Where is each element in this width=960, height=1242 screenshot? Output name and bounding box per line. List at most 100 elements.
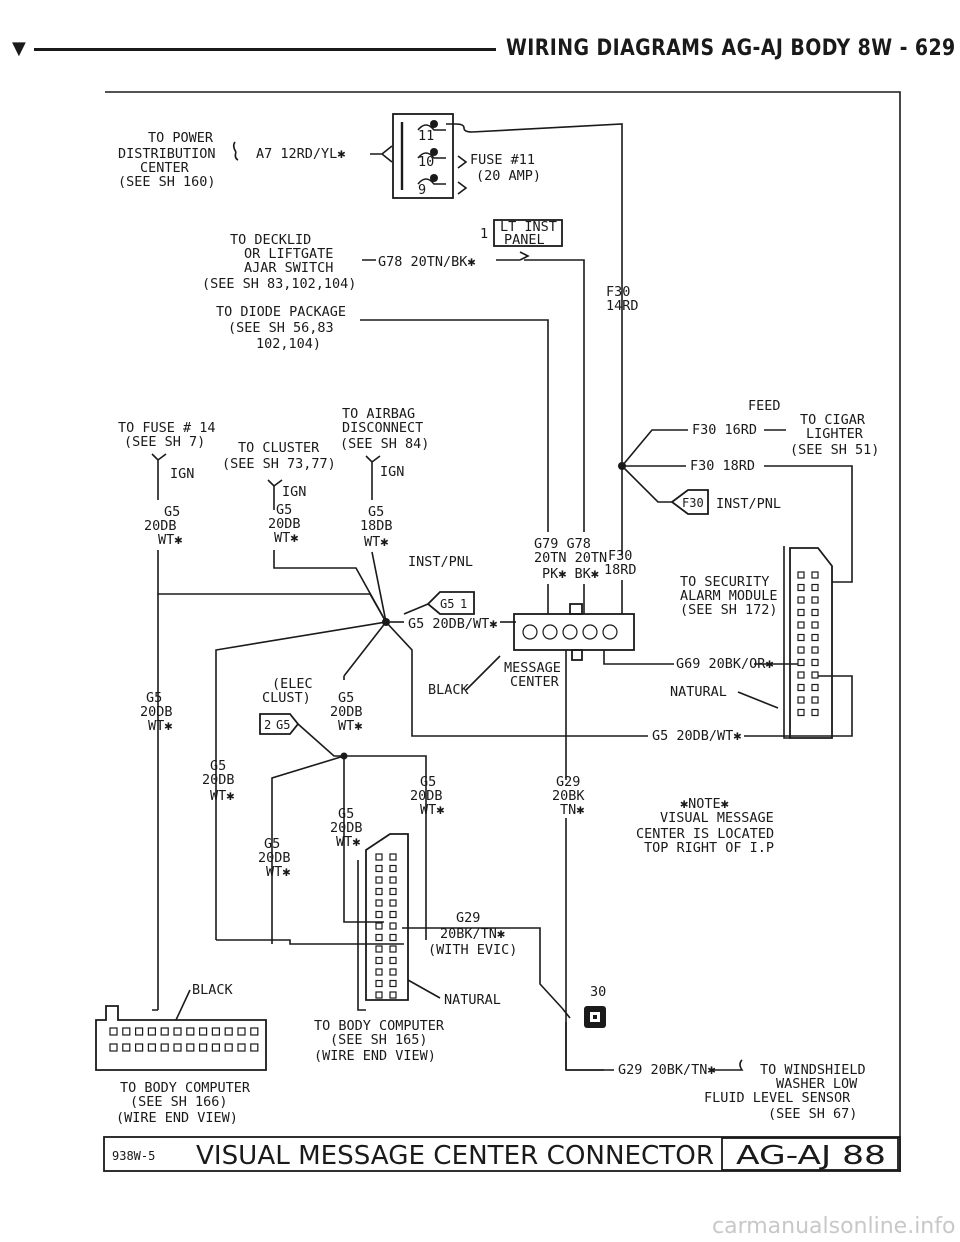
connector-pin <box>186 1043 195 1052</box>
g29-evic-3: (WITH EVIC) <box>428 942 517 958</box>
f30-badge <box>670 489 709 515</box>
g5-a2: 20DB <box>202 772 235 788</box>
connector-pin <box>211 1043 220 1052</box>
g5-clust-1: G5 <box>338 690 354 706</box>
ign-airbag: IGN <box>380 464 404 480</box>
message-center-2: CENTER <box>510 674 560 690</box>
ign-symbol-airbag <box>365 455 381 486</box>
g5-cluster-3: WT✱ <box>274 530 298 546</box>
elec-clust-2: CLUST) <box>262 690 311 706</box>
g69-wire <box>603 650 674 665</box>
connector-pin <box>173 1043 182 1052</box>
connector-pin <box>797 646 805 654</box>
g5-left-wire <box>157 490 387 623</box>
bc166-2: (SEE SH 166) <box>130 1094 228 1110</box>
washer-1: TO WINDSHIELD <box>760 1062 866 1078</box>
connector-pin <box>389 979 397 988</box>
connector-pin <box>797 683 805 692</box>
connector-pin <box>224 1027 233 1036</box>
cigar-line2: LIGHTER <box>806 426 864 442</box>
cluster-line1: TO CLUSTER <box>238 440 320 456</box>
bc166-1: TO BODY COMPUTER <box>120 1080 251 1096</box>
black-label: BLACK <box>428 682 470 698</box>
g29-evic-2: 20BK/TN✱ <box>440 926 505 942</box>
connector-pin <box>109 1043 118 1052</box>
connector-pin <box>135 1043 144 1052</box>
f30-18rd-v2: 18RD <box>604 562 637 578</box>
washer-connector-dot <box>593 1015 597 1019</box>
power-distribution-connector <box>392 113 454 199</box>
washer-3: FLUID LEVEL SENSOR <box>704 1090 851 1106</box>
fuse11-f30-wire <box>446 123 623 555</box>
g5-bottom-run <box>385 621 648 737</box>
connector-pin <box>122 1027 131 1036</box>
connector-pin <box>160 1027 169 1036</box>
natural-label: NATURAL <box>670 684 727 700</box>
black2-leader <box>175 989 191 1021</box>
connector-pin <box>389 933 397 942</box>
ign-symbol-cluster <box>267 479 283 510</box>
g79-g78-line2: 20TN 20TN <box>534 550 607 566</box>
g5-cluster-2: 20DB <box>268 516 301 532</box>
g5-cluster-1: G5 <box>276 502 292 518</box>
note-2: VISUAL MESSAGE <box>660 810 774 826</box>
connector-pin <box>797 608 805 617</box>
g5-to-bc165 <box>216 939 404 945</box>
g5-a3: WT✱ <box>210 788 234 804</box>
connector-pin <box>122 1043 131 1052</box>
connector-pin <box>389 910 397 919</box>
connector-pin <box>811 583 819 592</box>
connector-pin <box>250 1043 259 1052</box>
g5-mid-wire <box>343 756 384 923</box>
g69-label: G69 20BK/OR✱ <box>676 656 774 672</box>
connector-pin <box>797 621 805 629</box>
g5-d2: 20DB <box>330 820 363 836</box>
g5-airbag-1: G5 <box>368 504 384 520</box>
connector-pin <box>375 922 383 930</box>
connector-pin <box>375 864 383 873</box>
power-dist-line2: DISTRIBUTION <box>118 146 216 162</box>
g5-c3: WT✱ <box>420 802 444 818</box>
inst-pnl-splice: INST/PNL <box>408 554 473 570</box>
g79-g78-line3: PK✱ BK✱ <box>542 566 599 582</box>
connector-pin <box>211 1027 220 1036</box>
bc166-3: (WIRE END VIEW) <box>116 1110 238 1126</box>
g5-left-1: G5 <box>164 504 180 520</box>
g29-1: G29 <box>556 774 580 790</box>
bc165-2: (SEE SH 165) <box>330 1032 428 1048</box>
diode-line2: (SEE SH 56,83 <box>228 320 334 336</box>
connector-pin <box>375 910 383 919</box>
cluster-line2: (SEE SH 73,77) <box>222 456 336 472</box>
bc165-3: (WIRE END VIEW) <box>314 1048 436 1064</box>
power-dist-line1: TO POWER <box>148 130 214 146</box>
connector-pin <box>375 887 383 896</box>
g5-fan-wires <box>215 621 387 940</box>
security-alarm-module <box>783 546 833 739</box>
g5-d3: WT✱ <box>336 834 360 850</box>
g5-clust-3: WT✱ <box>338 718 362 734</box>
g5-bottom-wire <box>744 675 853 737</box>
note-4: TOP RIGHT OF I.P <box>644 840 774 856</box>
airbag-line3: (SEE SH 84) <box>340 436 429 452</box>
body-computer-166-connector <box>95 1005 267 1071</box>
connector-pin <box>797 633 805 642</box>
g5-e1: G5 <box>264 836 280 852</box>
body-computer-166-pins <box>109 1027 259 1052</box>
connector-pin <box>797 571 805 579</box>
note-3: CENTER IS LOCATED <box>636 826 774 842</box>
elec-clust-1: (ELEC <box>272 676 313 692</box>
message-center-1: MESSAGE <box>504 660 561 676</box>
g29-evic-wire <box>402 927 563 1009</box>
connector-pin <box>811 608 819 617</box>
security-line3: (SEE SH 172) <box>680 602 778 618</box>
g5-left-mid <box>271 755 345 944</box>
footer-box <box>721 1137 899 1171</box>
connector-pin <box>160 1043 169 1052</box>
f30-16rd-label: F30 16RD <box>692 422 757 438</box>
diode-line3: 102,104) <box>256 336 321 352</box>
g5-cluster-wire <box>273 550 387 623</box>
connector-pin <box>173 1027 182 1036</box>
g5-2-text: G5 <box>276 718 290 732</box>
g5-airbag-3: WT✱ <box>364 534 388 550</box>
